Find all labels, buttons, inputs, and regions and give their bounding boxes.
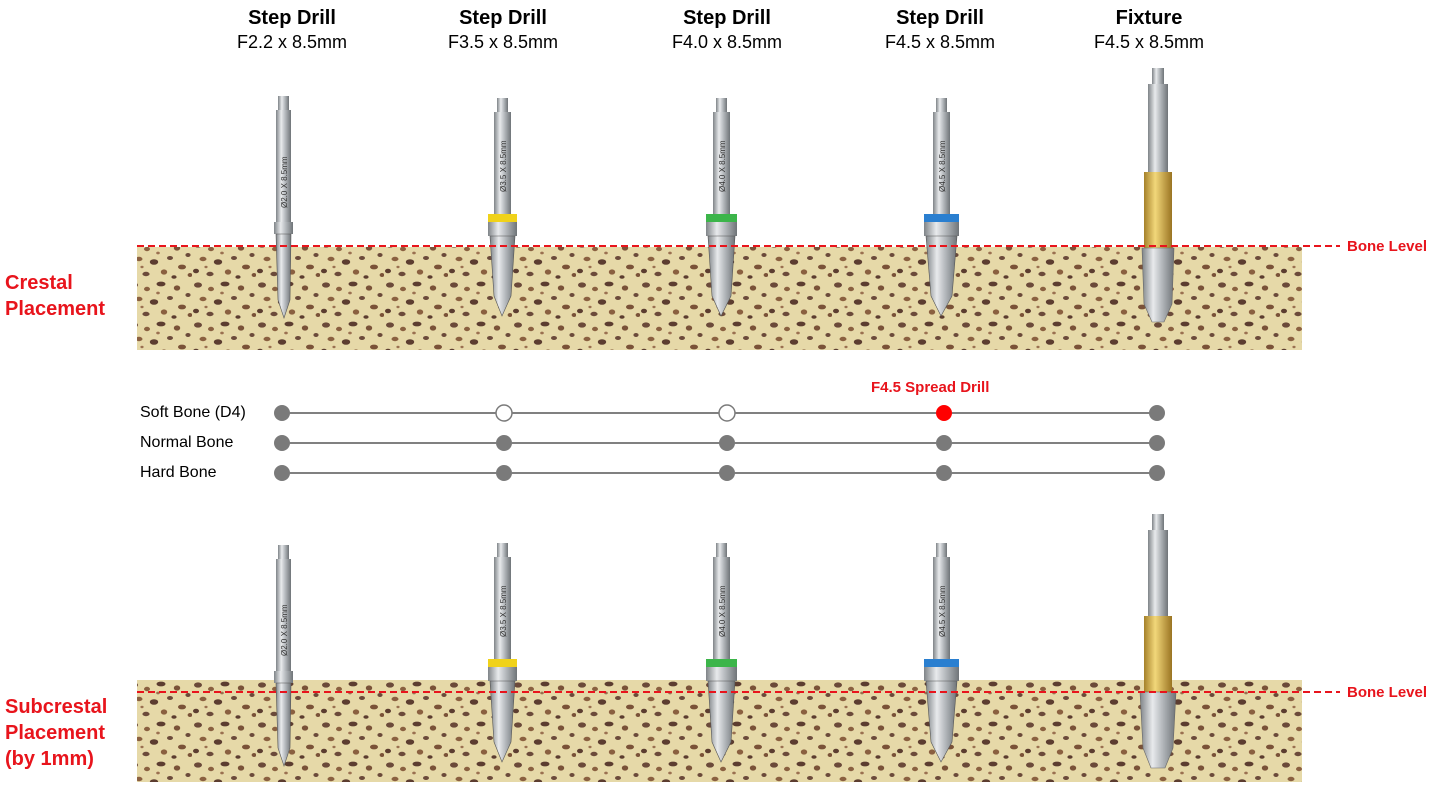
step-dot-filled	[274, 435, 290, 451]
column-size: F3.5 x 8.5mm	[447, 32, 559, 52]
column-size: F4.5 x 8.5mm	[884, 32, 996, 52]
drill-engraving: Ø4.0 X 8.5mm	[718, 585, 727, 637]
subcrestal-drill-2	[488, 543, 517, 763]
subcrestal-label-line1: Subcrestal	[5, 696, 108, 718]
drill-engraving: Ø4.5 X 8.5mm	[938, 140, 947, 192]
column-size: F4.0 x 8.5mm	[671, 32, 783, 52]
crestal-label-line1: Crestal	[5, 272, 73, 294]
step-dot-filled	[719, 435, 735, 451]
step-dot-empty	[495, 404, 513, 422]
step-dot-spread-drill	[936, 405, 952, 421]
column-title: Step Drill	[896, 7, 984, 29]
spread-drill-label: F4.5 Spread Drill	[871, 379, 990, 396]
step-dot-filled	[274, 405, 290, 421]
subcrestal-fixture	[1139, 514, 1177, 769]
column-header-2: Step Drill F3.5 x 8.5mm	[403, 6, 603, 53]
subcrestal-label-line3: (by 1mm)	[5, 748, 94, 770]
crestal-drill-1	[274, 96, 293, 319]
crestal-drill-3	[706, 98, 737, 317]
drill-engraving: Ø2.0 X 8.5mm	[280, 604, 289, 656]
subcrestal-label-line2: Placement	[5, 722, 106, 744]
drill-engraving: Ø3.5 X 8.5mm	[499, 585, 508, 637]
step-dot-filled	[274, 465, 290, 481]
subcrestal-placement-label: Subcrestal Placement (by 1mm)	[5, 694, 107, 772]
column-size: F2.2 x 8.5mm	[236, 32, 348, 52]
soft-bone-label: Soft Bone (D4)	[140, 404, 246, 421]
crestal-placement-label: Crestal Placement	[5, 270, 105, 322]
drill-engraving: Ø2.0 X 8.5mm	[280, 156, 289, 208]
subcrestal-drill-1	[274, 545, 293, 767]
step-dot-filled	[496, 465, 512, 481]
drill-engraving: Ø3.5 X 8.5mm	[499, 140, 508, 192]
subcrestal-drill-3	[706, 543, 737, 763]
column-title: Step Drill	[248, 7, 336, 29]
drill-engraving: Ø4.5 X 8.5mm	[938, 585, 947, 637]
step-dot-filled	[719, 465, 735, 481]
step-dot-filled	[1149, 405, 1165, 421]
crestal-bone-level-label: Bone Level	[1347, 238, 1428, 255]
step-dot-filled	[936, 435, 952, 451]
normal-bone-label: Normal Bone	[140, 434, 234, 451]
step-dot-filled	[1149, 435, 1165, 451]
drill-engraving: Ø4.0 X 8.5mm	[718, 140, 727, 192]
step-dot-filled	[496, 435, 512, 451]
column-title: Fixture	[1115, 7, 1183, 29]
column-header-4: Step Drill F4.5 x 8.5mm	[840, 6, 1040, 53]
density-step-dots	[274, 404, 1165, 481]
step-dot-filled	[1149, 465, 1165, 481]
crestal-fixture	[1141, 68, 1175, 323]
column-title: Step Drill	[459, 7, 547, 29]
column-header-1: Step Drill F2.2 x 8.5mm	[192, 6, 392, 53]
step-dot-empty	[718, 404, 736, 422]
crestal-drill-2	[488, 98, 517, 317]
column-header-3: Step Drill F4.0 x 8.5mm	[627, 6, 827, 53]
step-dot-filled	[936, 465, 952, 481]
crestal-drill-4	[924, 98, 959, 317]
subcrestal-bone-level-label: Bone Level	[1347, 684, 1428, 701]
column-size: F4.5 x 8.5mm	[1093, 32, 1205, 52]
subcrestal-drill-4	[924, 543, 959, 763]
crestal-label-line2: Placement	[5, 298, 106, 320]
column-title: Step Drill	[683, 7, 771, 29]
column-header-5: Fixture F4.5 x 8.5mm	[1049, 6, 1249, 53]
hard-bone-label: Hard Bone	[140, 464, 217, 481]
